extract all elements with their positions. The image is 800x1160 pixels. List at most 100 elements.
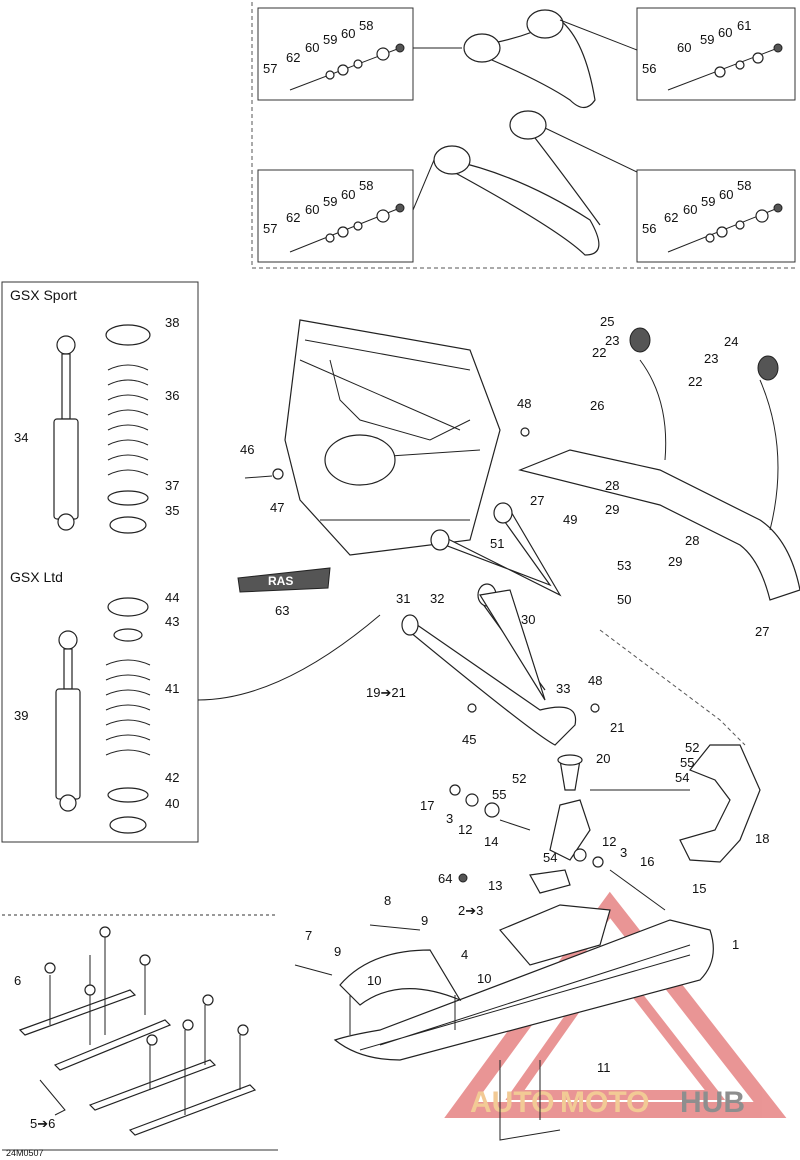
shock-sport xyxy=(53,335,79,531)
callout-64: 64 xyxy=(438,871,452,886)
lower-a-arm xyxy=(401,583,577,746)
callout-60: 60 xyxy=(341,187,355,202)
spindle-bracket xyxy=(549,799,591,861)
ski-assembly xyxy=(294,869,714,1141)
callout-59: 59 xyxy=(323,32,337,47)
callout-44: 44 xyxy=(165,590,179,605)
callout-61: 61 xyxy=(737,18,751,33)
callout-23: 23 xyxy=(704,351,718,366)
callout-3: 3 xyxy=(446,811,453,826)
callout-9: 9 xyxy=(334,944,341,959)
callout-60: 60 xyxy=(683,202,697,217)
bolt-stack-top-left xyxy=(289,43,405,91)
callout-3: 3 xyxy=(620,845,627,860)
ras-emblem: RAS xyxy=(237,567,331,593)
chassis-frame xyxy=(284,319,501,556)
callout-15: 15 xyxy=(692,881,706,896)
callout-20: 20 xyxy=(596,751,610,766)
bolt-stack-top-right xyxy=(667,43,783,91)
callout-57: 57 xyxy=(263,221,277,236)
callout-39: 39 xyxy=(14,708,28,723)
callout-27: 27 xyxy=(755,624,769,639)
spindle-18 xyxy=(679,744,761,863)
callout-49: 49 xyxy=(563,512,577,527)
callout-30: 30 xyxy=(521,612,535,627)
detail-box-bottom-left xyxy=(257,169,414,263)
callout-9: 9 xyxy=(421,913,428,928)
callout-48: 48 xyxy=(588,673,602,688)
watermark-triangle-inner xyxy=(505,951,726,1100)
callout-5-6: 5➔6 xyxy=(30,1116,55,1131)
upper-a-arm-top xyxy=(463,9,596,109)
callout-4: 4 xyxy=(461,947,468,962)
callout-7: 7 xyxy=(305,928,312,943)
leader-shock-to-arm xyxy=(197,614,381,701)
callout-10: 10 xyxy=(367,973,381,988)
callout-25: 25 xyxy=(600,314,614,329)
callout-37: 37 xyxy=(165,478,179,493)
callout-23: 23 xyxy=(605,333,619,348)
callout-27: 27 xyxy=(530,493,544,508)
callout-22: 22 xyxy=(592,345,606,360)
callout-19-21: 19➔21 xyxy=(366,685,406,700)
callout-35: 35 xyxy=(165,503,179,518)
callout-40: 40 xyxy=(165,796,179,811)
callout-21: 21 xyxy=(610,720,624,735)
callout-34: 34 xyxy=(14,430,28,445)
callout-63: 63 xyxy=(275,603,289,618)
callout-48: 48 xyxy=(517,396,531,411)
shock-ltd xyxy=(55,630,81,812)
callout-28: 28 xyxy=(605,478,619,493)
callout-62: 62 xyxy=(664,210,678,225)
callout-24: 24 xyxy=(724,334,738,349)
callout-41: 41 xyxy=(165,681,179,696)
callout-50: 50 xyxy=(617,592,631,607)
bolt-stack-bottom-left xyxy=(289,203,405,253)
callout-31: 31 xyxy=(396,591,410,606)
callout-58: 58 xyxy=(737,178,751,193)
callout-54: 54 xyxy=(675,770,689,785)
callout-29: 29 xyxy=(668,554,682,569)
callout-55: 55 xyxy=(492,787,506,802)
callout-26: 26 xyxy=(590,398,604,413)
spring-sport xyxy=(105,324,151,534)
emblem-text: RAS xyxy=(268,574,293,588)
callout-59: 59 xyxy=(323,194,337,209)
callout-60: 60 xyxy=(341,26,355,41)
callout-58: 58 xyxy=(359,178,373,193)
callout-29: 29 xyxy=(605,502,619,517)
callout-2-3: 2➔3 xyxy=(458,903,483,918)
callout-12: 12 xyxy=(458,822,472,837)
callout-45: 45 xyxy=(462,732,476,747)
callout-52: 52 xyxy=(685,740,699,755)
callout-32: 32 xyxy=(430,591,444,606)
callout-62: 62 xyxy=(286,50,300,65)
upper-a-arm-main xyxy=(430,502,562,597)
hardware xyxy=(244,427,666,911)
callout-16: 16 xyxy=(640,854,654,869)
callout-28: 28 xyxy=(685,533,699,548)
callout-6: 6 xyxy=(14,973,21,988)
callout-62: 62 xyxy=(286,210,300,225)
detail-box-bottom-right xyxy=(636,169,796,263)
callout-60: 60 xyxy=(677,40,691,55)
callout-22: 22 xyxy=(688,374,702,389)
callout-14: 14 xyxy=(484,834,498,849)
callout-1: 1 xyxy=(732,937,739,952)
callout-60: 60 xyxy=(305,40,319,55)
callout-18: 18 xyxy=(755,831,769,846)
callout-54: 54 xyxy=(543,850,557,865)
callout-12: 12 xyxy=(602,834,616,849)
callout-59: 59 xyxy=(701,194,715,209)
callout-36: 36 xyxy=(165,388,179,403)
callout-59: 59 xyxy=(700,32,714,47)
carbide-panel xyxy=(2,914,278,1151)
callout-17: 17 xyxy=(420,798,434,813)
watermark-text-auto: AUTO xyxy=(470,1086,554,1119)
ski-rubber-stop xyxy=(499,904,611,966)
callout-60: 60 xyxy=(305,202,319,217)
detail-box-top-left xyxy=(257,7,414,101)
callout-52: 52 xyxy=(512,771,526,786)
leader-dashed-spindle xyxy=(599,629,746,746)
